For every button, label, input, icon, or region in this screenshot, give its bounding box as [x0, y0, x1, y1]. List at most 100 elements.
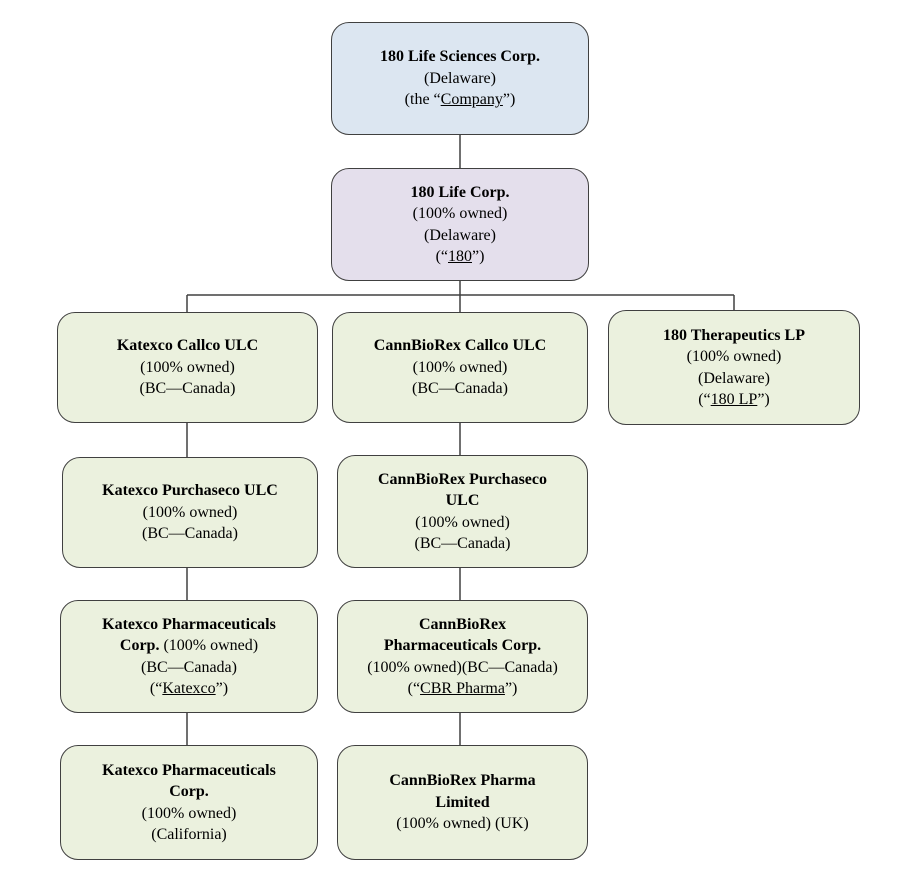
node-text-segment: (100% owned) — [142, 503, 238, 521]
node-text-segment: (California) — [151, 826, 227, 843]
node-text-segment: CannBioRex — [418, 615, 507, 633]
node-text-line: (“180”) — [436, 246, 485, 268]
node-text-segment: 180 Life Corp. — [410, 183, 510, 201]
node-text-segment: (100% owned) — [140, 358, 235, 376]
node-text-line: 180 Therapeutics LP — [663, 325, 805, 347]
node-text-segment: (100% owned) — [686, 348, 782, 365]
node-text-segment: Katexco — [162, 680, 216, 697]
node-text-line: (100% owned)(BC—Canada) — [367, 657, 558, 679]
node-text-line: Katexco Purchaseco ULC — [102, 480, 278, 502]
node-text-line: CannBioRex Purchaseco — [378, 469, 547, 491]
node-text-line: ULC — [446, 490, 480, 512]
node-text-line: 180 Life Sciences Corp. — [380, 46, 540, 68]
node-text-segment: CannBioRex Pharma — [389, 772, 536, 790]
node-text-segment: (100% owned) — [141, 804, 237, 822]
node-text-segment: Katexco Pharmaceuticals — [102, 615, 276, 633]
node-text-segment: (BC—Canada) — [141, 658, 237, 676]
node-text-segment: (“ — [435, 248, 448, 265]
node-text-line: (“CBR Pharma”) — [408, 678, 518, 700]
node-text-line: (BC—Canada) — [412, 378, 508, 400]
node-text-segment: (“ — [407, 680, 421, 697]
node-text-line: (100% owned) — [415, 512, 510, 534]
node-text-line: (BC—Canada) — [142, 523, 238, 545]
node-text-segment: Katexco Pharmaceuticals — [102, 761, 276, 779]
node-text-segment: ”) — [504, 680, 518, 697]
node-text-segment: (100% owned) — [412, 205, 508, 222]
node-text-line: (BC—Canada) — [141, 657, 237, 679]
node-text-line: (California) — [151, 824, 227, 846]
org-node-180-life-corp: 180 Life Corp. (100% owned) (Delaware) (“18… — [331, 168, 589, 281]
node-text-segment: Corp. — [169, 783, 209, 800]
node-text-line: (“Katexco”) — [150, 678, 228, 700]
node-text-segment: (100% owned) — [412, 358, 508, 376]
node-text-segment: (“ — [698, 391, 711, 408]
node-text-segment: Katexco Callco ULC — [116, 337, 259, 355]
node-text-segment: Corp. — [119, 637, 160, 654]
node-text-line: Corp. (100% owned) — [120, 635, 258, 657]
node-text-segment: (100% owned) (UK) — [396, 815, 529, 833]
node-text-segment: ”) — [472, 248, 485, 265]
node-text-line: (100% owned) (UK) — [396, 813, 528, 835]
node-text-segment: 180 LP — [710, 391, 758, 408]
node-text-segment: ”) — [757, 391, 770, 408]
org-node-180-life-sciences-corp: 180 Life Sciences Corp. (Delaware) (the “C… — [331, 22, 589, 135]
node-text-segment: CBR Pharma — [420, 680, 505, 697]
node-text-line: Katexco Pharmaceuticals — [102, 760, 276, 782]
node-text-line: (100% owned) — [413, 203, 508, 225]
node-text-line: (100% owned) — [143, 502, 238, 524]
node-text-line: CannBioRex Pharma — [389, 770, 535, 792]
node-text-line: (“180 LP”) — [698, 389, 770, 411]
node-text-line: CannBioRex — [419, 614, 506, 636]
node-text-segment: (BC—Canada) — [412, 380, 508, 398]
node-text-segment: (Delaware) — [424, 69, 496, 87]
node-text-segment: Company — [440, 91, 503, 109]
node-text-segment: 180 — [448, 248, 472, 265]
node-text-segment: (BC—Canada) — [142, 525, 238, 543]
node-text-segment: CannBioRex Callco ULC — [373, 337, 547, 355]
node-text-segment: CannBioRex Purchaseco — [377, 470, 548, 488]
node-text-line: Corp. — [169, 781, 209, 803]
org-node-katexco-callco-ulc: Katexco Callco ULC (100% owned) (BC—Canada… — [57, 312, 318, 423]
node-text-segment: (“ — [149, 680, 163, 697]
node-text-segment: (Delaware) — [698, 369, 770, 387]
node-text-segment: Pharmaceuticals Corp. — [383, 637, 542, 654]
node-text-segment: (BC—Canada) — [414, 535, 511, 552]
node-text-line: (the “Company”) — [405, 89, 516, 111]
node-text-segment: ULC — [445, 492, 480, 509]
node-text-line: Katexco Callco ULC — [117, 335, 258, 357]
node-text-segment: (BC—Canada) — [139, 380, 236, 398]
node-text-segment: ”) — [502, 91, 516, 109]
node-text-segment: (100% owned)(BC—Canada) — [367, 658, 558, 676]
node-text-segment: (the “ — [404, 91, 441, 109]
org-node-180-therapeutics-lp: 180 Therapeutics LP(100% owned) (Delaware… — [608, 310, 860, 425]
node-text-segment: (100% owned) — [415, 513, 510, 531]
node-text-line: (100% owned) — [413, 357, 508, 379]
node-text-line: (BC—Canada) — [140, 378, 236, 400]
node-text-line: (100% owned) — [142, 803, 237, 825]
node-text-line: (Delaware) — [424, 225, 496, 247]
org-node-katexco-purchaseco-ulc: Katexco Purchaseco ULC (100% owned) (BC—Ca… — [62, 457, 318, 568]
node-text-line: (BC—Canada) — [415, 533, 511, 555]
node-text-line: Katexco Pharmaceuticals — [102, 614, 276, 636]
node-text-segment: Katexco Purchaseco ULC — [102, 482, 278, 500]
org-node-cannbiorex-callco-ulc: CannBioRex Callco ULC (100% owned) (BC—Can… — [332, 312, 588, 423]
node-text-segment: 180 Life Sciences Corp. — [380, 48, 540, 66]
node-text-line: (100% owned) — [140, 357, 235, 379]
node-text-line: (Delaware) — [424, 68, 496, 90]
node-text-segment: (Delaware) — [424, 226, 496, 244]
node-text-line: Limited — [435, 792, 489, 814]
node-text-segment: ”) — [215, 680, 229, 697]
node-text-line: (100% owned) — [687, 346, 782, 368]
node-text-segment: (100% owned) — [159, 637, 259, 654]
node-text-line: 180 Life Corp. — [410, 182, 509, 204]
node-text-line: CannBioRex Callco ULC — [374, 335, 546, 357]
node-text-segment: Limited — [435, 793, 490, 811]
node-text-line: (Delaware) — [698, 368, 770, 390]
